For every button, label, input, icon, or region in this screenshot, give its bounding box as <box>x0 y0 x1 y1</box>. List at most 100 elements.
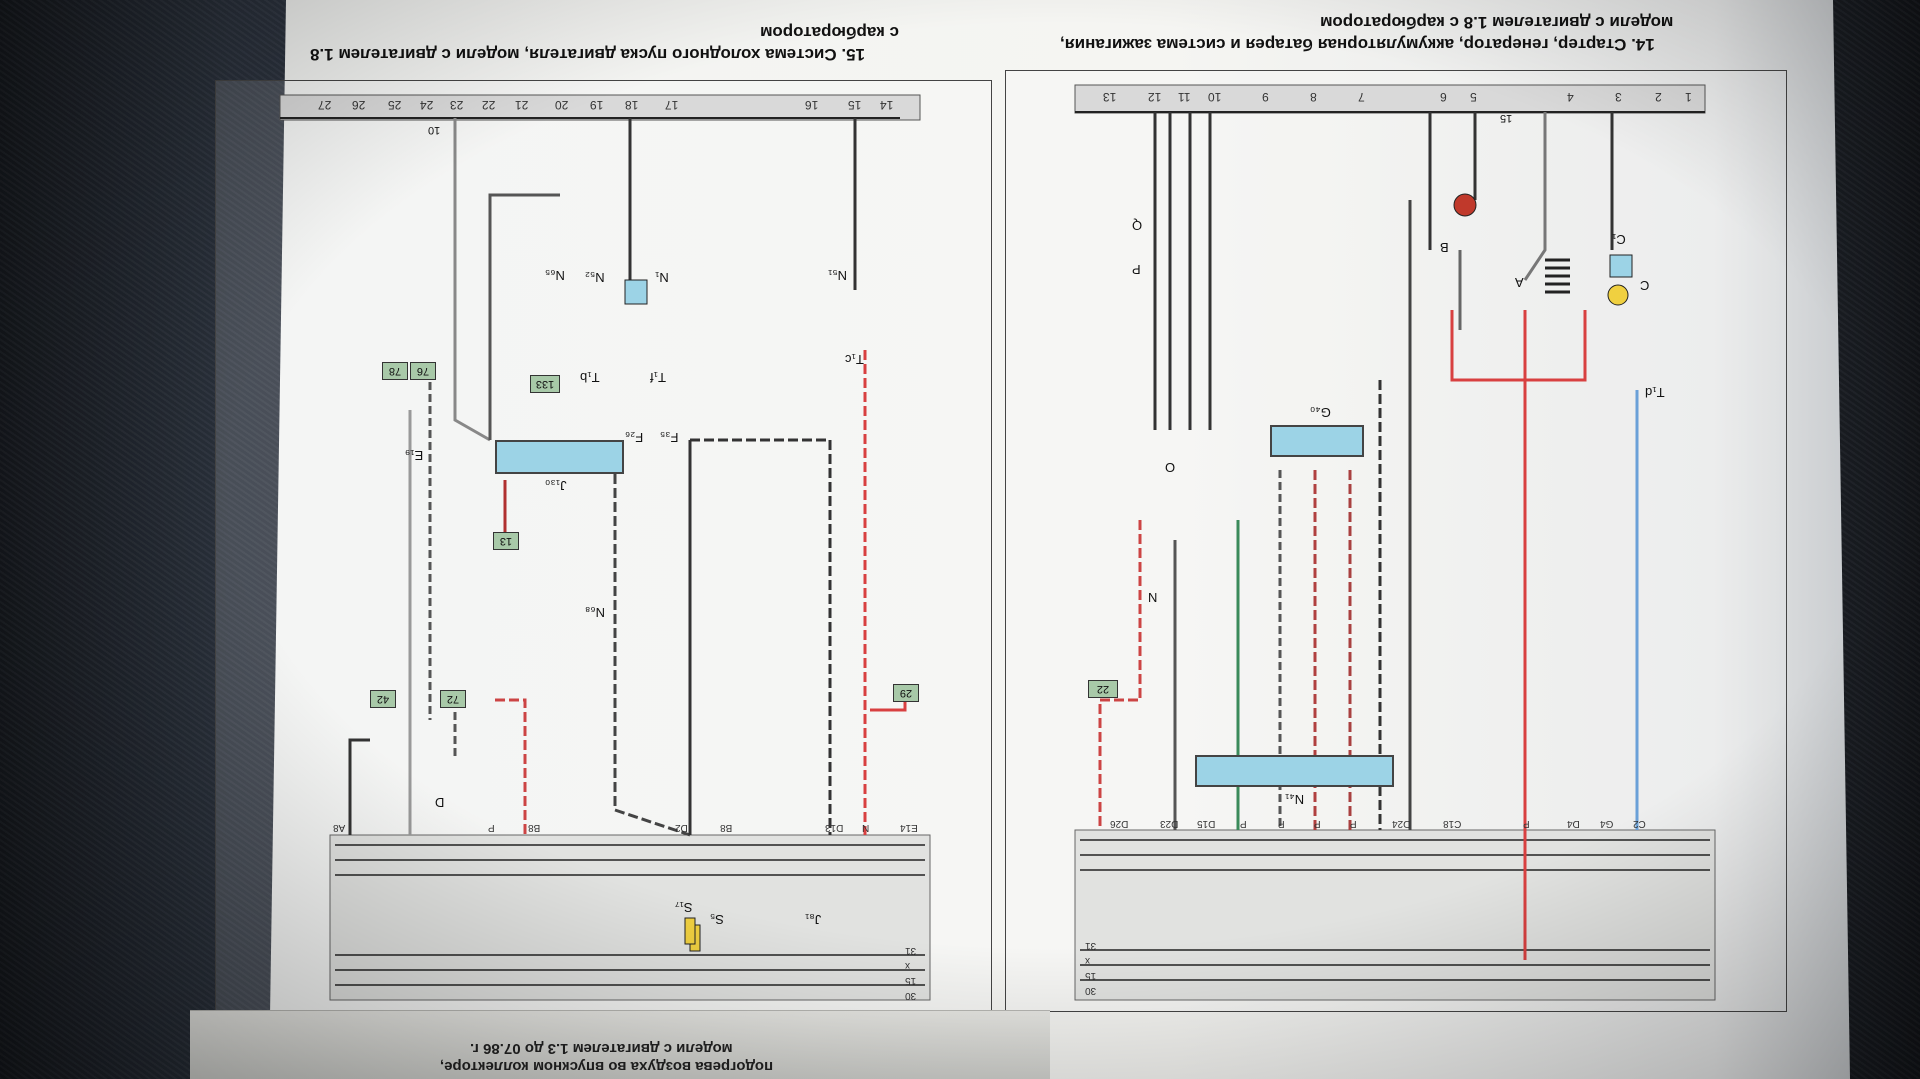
d15-label-S5: S₅ <box>710 912 724 927</box>
d15-conn: A8 <box>333 822 346 833</box>
d15-conn: P <box>488 822 495 833</box>
d15-label-T1f: T₁f <box>650 370 666 385</box>
d15-num: 25 <box>388 98 402 112</box>
d15-marker-10: 10 <box>428 124 441 136</box>
underlying-page-line2: подогрева воздуха во впускном коллекторе… <box>440 1058 774 1075</box>
d14-bus-label: 31 <box>1085 940 1097 951</box>
d15-num: 22 <box>482 98 496 112</box>
d14-num: 9 <box>1262 90 1269 104</box>
d15-num: 16 <box>805 98 819 112</box>
d14-label-C1: C₁ <box>1612 232 1626 247</box>
d15-ref-76: 76 <box>410 362 436 380</box>
d14-bus-lines <box>1080 839 1710 981</box>
d14-wires <box>1098 112 1639 960</box>
d15-ref-78: 78 <box>382 362 408 380</box>
d14-label-C: C <box>1640 278 1650 293</box>
d14-label-Q: Q <box>1132 218 1143 233</box>
d15-ref-42: 42 <box>370 690 396 708</box>
d15-num: 23 <box>450 98 464 112</box>
d14-conn: D15 <box>1197 818 1216 829</box>
d14-sensor-C <box>1607 284 1629 306</box>
d15-ref-29: 29 <box>893 684 919 702</box>
d15-num: 24 <box>420 98 434 112</box>
d15-conn: B8 <box>720 822 733 833</box>
d15-module-J130 <box>495 440 624 474</box>
d15-bus-label: 31 <box>905 945 917 956</box>
d15-label-D: D <box>435 795 445 810</box>
d15-fuse-S17 <box>684 917 696 945</box>
d15-label-F35: F₃₅ <box>660 430 679 445</box>
d14-conn: P <box>1278 818 1285 829</box>
d15-label-N51: N₅₁ <box>828 268 848 283</box>
d14-warning-lamp <box>1453 193 1477 217</box>
d15-num: 18 <box>625 98 639 112</box>
d14-box-C1 <box>1609 254 1633 278</box>
d15-num: 19 <box>590 98 604 112</box>
d15-bus-label: 15 <box>905 975 917 986</box>
d14-label-B: B <box>1440 240 1449 255</box>
underlying-page-line1: модели с двигателем 1.3 до 07.86 г. <box>470 1040 733 1057</box>
d14-bus-label: 30 <box>1085 985 1097 996</box>
d14-module-N41 <box>1195 755 1394 787</box>
d14-conn: G4 <box>1600 818 1614 829</box>
d14-label-T1d: T₁d <box>1645 385 1665 400</box>
d15-bus-label: 30 <box>905 990 917 1001</box>
d14-conn: C18 <box>1443 818 1462 829</box>
d14-marker-15: 15 <box>1500 112 1513 124</box>
d14-num: 2 <box>1655 90 1662 104</box>
d15-bus-label: x <box>905 960 910 971</box>
d14-num: 6 <box>1440 90 1447 104</box>
d15-label-F26: F₂₆ <box>625 430 644 445</box>
d14-ref-22: 22 <box>1088 680 1118 698</box>
d15-ref-72: 72 <box>440 690 466 708</box>
d15-conn: E14 <box>900 822 918 833</box>
d15-label-N52: N₅₂ <box>585 270 605 285</box>
d15-conn: D13 <box>825 822 844 833</box>
underlying-page <box>190 1010 1050 1079</box>
d14-label-A: A <box>1515 275 1524 290</box>
d14-num: 7 <box>1358 90 1365 104</box>
d15-top-rail <box>279 94 921 121</box>
d14-num: 8 <box>1310 90 1317 104</box>
d15-num: 17 <box>665 98 679 112</box>
d14-label-P: P <box>1132 262 1141 277</box>
d15-label-T1c: T₁c <box>845 352 864 367</box>
d15-label-N1: N₁ <box>655 270 669 285</box>
d15-wires <box>348 118 907 837</box>
d14-num: 4 <box>1567 90 1574 104</box>
d15-label-T1b: T₁b <box>580 370 600 385</box>
d14-num: 3 <box>1615 90 1622 104</box>
d14-num: 11 <box>1178 90 1191 104</box>
d14-label-G40: G₄₀ <box>1310 405 1331 420</box>
d15-ref-13: 13 <box>493 532 519 550</box>
d14-label-N: N <box>1148 590 1158 605</box>
d14-label-N41: N₄₁ <box>1285 792 1305 807</box>
d14-conn: D24 <box>1392 818 1411 829</box>
d15-conn: N <box>862 822 870 833</box>
d15-label-N65: N₆₅ <box>545 268 565 283</box>
d14-label-O: O <box>1165 460 1176 475</box>
d14-num: 13 <box>1103 90 1117 104</box>
d15-num: 26 <box>352 98 366 112</box>
d15-num: 14 <box>880 98 894 112</box>
d14-num: 5 <box>1470 90 1477 104</box>
d15-label-N68: N₆₈ <box>585 605 606 620</box>
d15-num: 21 <box>515 98 529 112</box>
d14-conn: P <box>1240 818 1247 829</box>
d14-bus-label: x <box>1085 955 1090 966</box>
d14-conn: P <box>1350 818 1357 829</box>
d15-label-J130: J₁₃₀ <box>545 478 567 493</box>
d15-ref-133: 133 <box>530 375 560 393</box>
d15-num: 15 <box>848 98 862 112</box>
d14-num: 10 <box>1208 90 1222 104</box>
d15-bottom-bus <box>329 834 931 1001</box>
d14-coil-A <box>1545 258 1570 294</box>
d15-num: 27 <box>318 98 332 112</box>
d14-bus-label: 15 <box>1085 970 1097 981</box>
d14-num: 1 <box>1685 90 1692 104</box>
d14-conn: P <box>1523 818 1530 829</box>
d14-conn: P <box>1314 818 1321 829</box>
d14-module-G40 <box>1270 425 1364 457</box>
